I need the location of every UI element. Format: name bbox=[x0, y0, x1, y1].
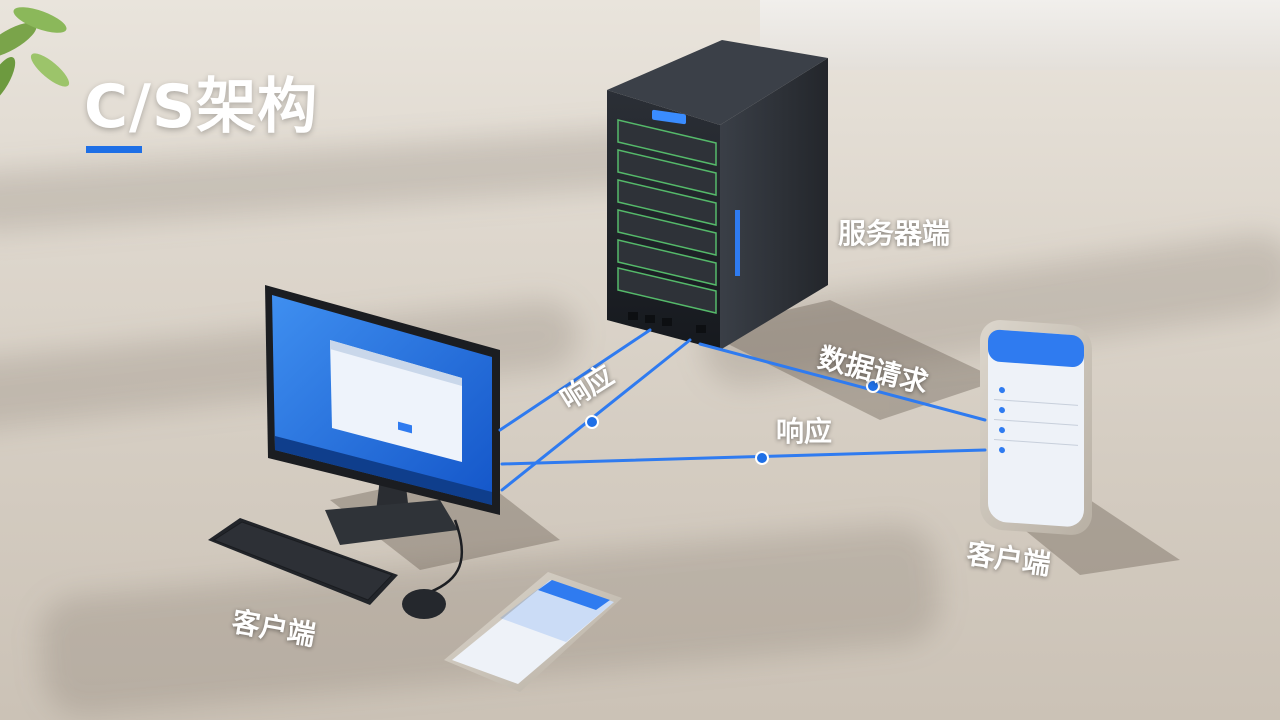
title-underline bbox=[86, 146, 142, 153]
label-response-right: 响应 bbox=[776, 415, 833, 448]
mouse-icon bbox=[402, 519, 464, 619]
page-title: C/S架构 bbox=[84, 72, 319, 142]
connection-dots bbox=[585, 379, 880, 465]
server-icon bbox=[607, 40, 828, 350]
dot-response-right bbox=[755, 451, 769, 465]
monitor-icon bbox=[265, 285, 500, 545]
server-ports bbox=[628, 312, 706, 333]
dot-data-request bbox=[866, 379, 880, 393]
label-server: 服务器端 bbox=[838, 217, 951, 250]
phone-right-icon bbox=[980, 320, 1092, 535]
dot-response-left bbox=[585, 415, 599, 429]
line-monitor-to-server-bottom bbox=[500, 338, 692, 492]
line-monitor-to-server-top bbox=[498, 328, 652, 432]
line-server-to-phone bbox=[698, 342, 987, 422]
connection-lines bbox=[498, 328, 987, 492]
background-wall bbox=[760, 0, 1280, 70]
phone-bottom-icon bbox=[444, 572, 622, 692]
server-drive-bays bbox=[617, 119, 717, 314]
keyboard-icon bbox=[208, 518, 398, 605]
line-monitor-to-phone bbox=[500, 448, 987, 466]
plant-icon bbox=[0, 7, 70, 103]
